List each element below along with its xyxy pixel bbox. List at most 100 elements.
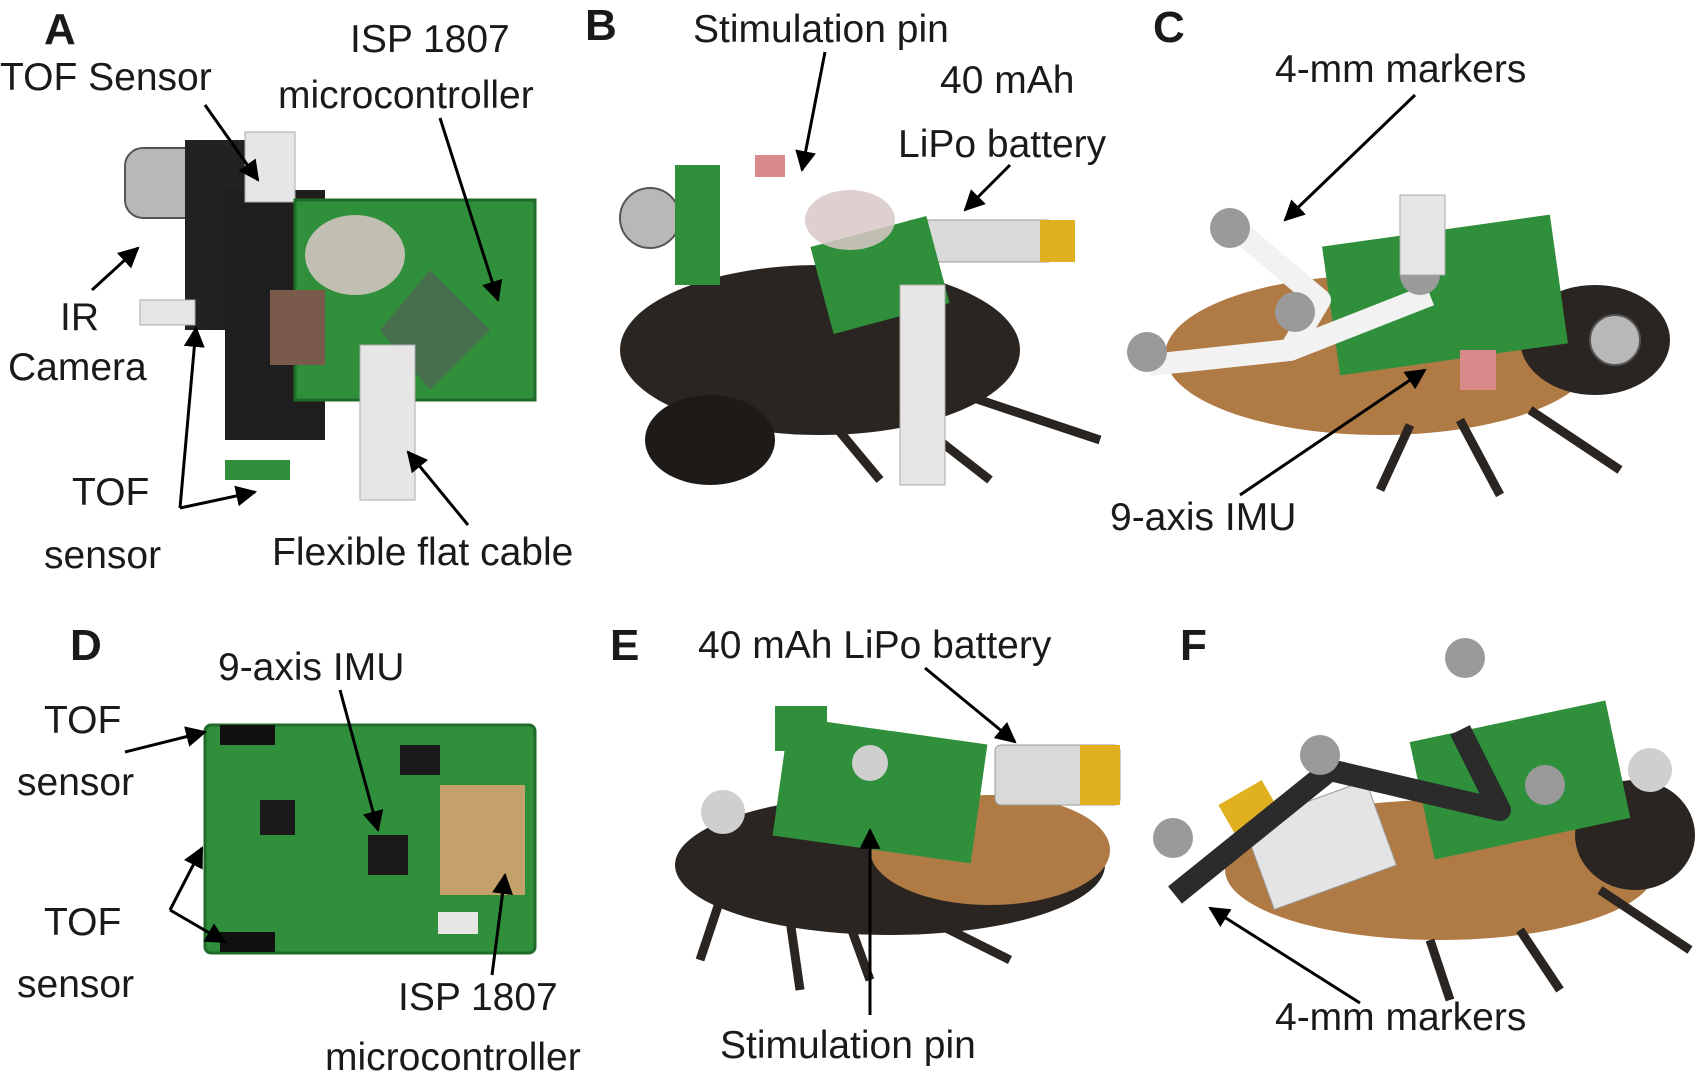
tof-connector-bottom-d — [220, 932, 275, 952]
slide-switch-d — [438, 912, 478, 934]
marker-ball-4-f — [1525, 765, 1565, 805]
marker-ball-5-f — [1628, 748, 1672, 792]
flat-cable-bottom — [359, 344, 416, 501]
chip-d-2 — [400, 745, 440, 775]
panel-e: E 40 mAh LiPo battery Stimulation pin — [610, 621, 1121, 1067]
arrow-imu-c — [1239, 368, 1427, 497]
glue-b — [805, 190, 895, 250]
arrow-markers-f — [1208, 906, 1361, 1005]
arrow-flat-cable — [406, 450, 470, 526]
panel-label-b: B — [585, 1, 617, 50]
label-ir-line1: IR — [60, 296, 99, 339]
label-tof-line2: sensor — [44, 534, 161, 577]
panel-b: B Stimulation pin 40 mAh LiPo battery — [585, 1, 1107, 486]
panel-d: D TOF sensor 9-axis IMU TOF sensor ISP 1… — [17, 621, 581, 1079]
imu-area-c — [1460, 350, 1496, 390]
marker-e-2 — [852, 745, 888, 781]
tof-connector-top-d — [220, 725, 275, 745]
panel-label-c: C — [1153, 3, 1185, 52]
arrow-tof2-d-up — [168, 846, 204, 911]
arrow-tof-sensor-top — [203, 104, 260, 182]
battery-gold-tab-e — [1080, 745, 1120, 805]
marker-arm-c — [1285, 284, 1435, 361]
arrow-tof-side — [178, 325, 205, 509]
label-isp-d-line2: microcontroller — [325, 1036, 581, 1079]
flat-cable-top — [244, 131, 296, 203]
panel-label-d: D — [70, 621, 102, 670]
panel-f-photo — [1153, 638, 1695, 1002]
marker-e-1 — [701, 790, 745, 834]
label-markers-f: 4-mm markers — [1275, 996, 1526, 1039]
label-tof2-d-line2: sensor — [17, 963, 134, 1006]
label-stimulation-pin-e: Stimulation pin — [720, 1024, 976, 1067]
panel-e-photo — [675, 706, 1121, 991]
flat-cable-b — [899, 284, 946, 486]
arrow-isp-d — [490, 872, 513, 976]
glue-blob — [305, 215, 405, 295]
label-isp-line2: microcontroller — [278, 74, 534, 117]
tof-board-bottom — [225, 460, 290, 480]
ir-camera-b — [619, 187, 681, 249]
marker-ball-1-f — [1153, 818, 1193, 858]
label-isp-d-line1: ISP 1807 — [398, 976, 558, 1019]
arrow-battery-e — [924, 666, 1017, 744]
arrow-tof-bottom — [179, 485, 258, 510]
panel-b-photo — [619, 155, 1102, 486]
panel-label-f: F — [1180, 621, 1207, 670]
arrow-tof1-d — [124, 726, 208, 754]
label-tof1-d-line2: sensor — [17, 761, 134, 804]
arrow-ir-camera — [90, 246, 140, 292]
label-tof-sensor-top: TOF Sensor — [0, 56, 212, 99]
slide-switch — [270, 290, 325, 365]
label-imu-d: 9-axis IMU — [218, 646, 404, 689]
label-battery-b-line2: LiPo battery — [898, 123, 1107, 166]
camera-pcb-b — [675, 165, 720, 285]
side-cable — [139, 299, 196, 326]
insect-legs-c — [1375, 406, 1623, 498]
marker-ball-2-f — [1300, 735, 1340, 775]
panel-c-photo — [1127, 194, 1670, 498]
panel-d-photo — [203, 723, 537, 955]
label-tof-line1: TOF — [72, 471, 149, 514]
arrow-markers-c — [1283, 93, 1417, 222]
flat-cable-c — [1399, 194, 1446, 276]
arrow-battery-b — [963, 163, 1012, 212]
tof-board-e — [775, 706, 827, 751]
ir-camera-c — [1589, 314, 1641, 366]
marker-ball-3-c — [1275, 292, 1315, 332]
battery-gold-tab-f — [1218, 780, 1282, 840]
label-battery-b-line1: 40 mAh — [940, 59, 1074, 102]
marker-ball-1-c — [1127, 332, 1167, 372]
arrow-tof2-d-down — [169, 908, 227, 944]
label-stimulation-pin-b: Stimulation pin — [693, 8, 949, 51]
label-tof2-d-line1: TOF — [44, 901, 121, 944]
arrow-stim-pin-b — [795, 51, 827, 173]
label-tof1-d-line1: TOF — [44, 699, 121, 742]
battery-gold-tab-b — [1040, 220, 1075, 262]
label-battery-e: 40 mAh LiPo battery — [698, 624, 1052, 667]
arrow-imu-d — [338, 689, 384, 833]
panel-f: F 4-mm markers — [1153, 621, 1695, 1039]
panel-label-a: A — [44, 5, 76, 54]
arrow-isp — [438, 117, 503, 303]
marker-ball-2-c — [1210, 208, 1250, 248]
isp-module-d — [440, 785, 525, 895]
label-imu-c: 9-axis IMU — [1110, 496, 1296, 539]
label-markers-c: 4-mm markers — [1275, 48, 1526, 91]
stim-pin-b — [755, 155, 785, 177]
label-ir-line2: Camera — [8, 346, 147, 389]
chip-d-3 — [260, 800, 295, 835]
label-flexible-flat-cable: Flexible flat cable — [272, 531, 573, 574]
marker-frame-f — [1168, 725, 1511, 904]
pcb-c — [1322, 214, 1568, 376]
insect-legs-f — [1425, 886, 1693, 1002]
insect-head-b — [645, 395, 775, 485]
panel-c: C 4-mm markers 9-axis IMU — [1110, 3, 1670, 539]
pcb-e — [772, 716, 988, 864]
insect-legs-e — [695, 898, 1013, 991]
marker-ball-3-f — [1445, 638, 1485, 678]
panel-label-e: E — [610, 621, 639, 670]
imu-chip-d — [368, 835, 408, 875]
panel-a: A TOF Sensor ISP 1807 microcontroller IR… — [0, 5, 573, 577]
